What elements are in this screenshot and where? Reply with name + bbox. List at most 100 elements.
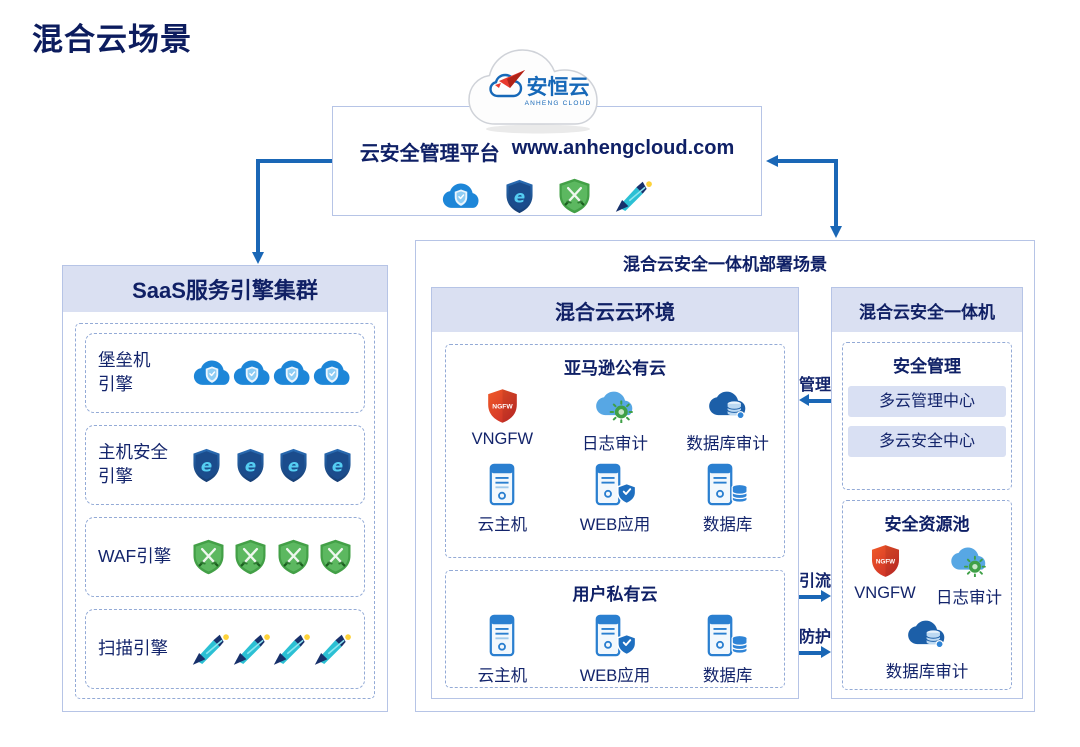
logo-brand-subtext: ANHENG CLOUD xyxy=(525,100,592,107)
private-cloud-box: 用户私有云 云主机 WEB应用 数据库 xyxy=(445,570,785,688)
resource-pool-title: 安全资源池 xyxy=(884,515,970,534)
web-app-cell: WEB应用 xyxy=(559,612,672,686)
ngfw-icon xyxy=(870,544,901,578)
icon-caption: 日志审计 xyxy=(936,589,1002,607)
waf-shield-icon xyxy=(558,178,591,214)
cloud-environment-box: 混合云云环境 亚马逊公有云 VNGFW 日志审计 数据库审计 xyxy=(431,287,799,699)
host-security-shield-icon xyxy=(505,179,534,214)
divert-arrow xyxy=(799,590,831,602)
appliance-header: 混合云安全一体机 xyxy=(832,288,1022,332)
icon-caption: 日志审计 xyxy=(582,435,648,453)
saas-engine-list: 堡垒机 引擎 主机安全 引擎 WAF引擎 xyxy=(75,323,375,699)
cloud-shield-icon xyxy=(192,359,232,387)
scanner-icon xyxy=(192,633,230,665)
host-security-shield-icon xyxy=(192,448,221,483)
multi-cloud-mgmt-center: 多云管理中心 xyxy=(848,386,1006,417)
logo-rocket-icon xyxy=(495,70,525,88)
logo-cloud-shape xyxy=(468,49,598,125)
server-db-icon xyxy=(706,463,749,506)
flow-label-protect: 防护 xyxy=(798,629,831,646)
saas-box-header: SaaS服务引擎集群 xyxy=(63,266,387,312)
cloud-shield-icon xyxy=(232,359,272,387)
database-cell: 数据库 xyxy=(671,461,784,535)
resource-pool-box: 安全资源池 VNGFW 日志审计 数据库审计 xyxy=(842,500,1012,690)
waf-shield-icon xyxy=(192,539,225,575)
scanner-icon xyxy=(233,633,271,665)
host-security-shield-icon xyxy=(323,448,352,483)
scan-engine-icons xyxy=(192,633,356,665)
deployment-scenario-box: 混合云安全一体机部署场景 混合云云环境 亚马逊公有云 VNGFW 日志审计 xyxy=(415,240,1035,712)
icon-caption: VNGFW xyxy=(471,430,534,448)
flow-label-divert: 引流 xyxy=(798,573,831,590)
platform-title-row: 云安全管理平台 www.anhengcloud.com xyxy=(333,137,761,166)
bastion-engine-icons xyxy=(192,359,356,387)
platform-icon-row xyxy=(333,178,761,214)
engine-label: 主机安全 引擎 xyxy=(98,442,168,486)
scanner-icon xyxy=(314,633,352,665)
icon-caption: 数据库 xyxy=(702,516,753,534)
host-security-engine-row: 主机安全 引擎 xyxy=(85,425,365,505)
security-appliance-box: 混合云安全一体机 安全管理 多云管理中心 多云安全中心 安全资源池 VNGFW … xyxy=(831,287,1023,699)
saas-engine-cluster-box: SaaS服务引擎集群 堡垒机 引擎 主机安全 引擎 xyxy=(62,265,388,712)
scan-engine-row: 扫描引擎 xyxy=(85,609,365,689)
db-audit-icon xyxy=(905,619,949,652)
icon-caption: VNGFW xyxy=(854,584,916,602)
ngfw-icon xyxy=(486,388,519,424)
icon-caption: 数据库审计 xyxy=(686,435,769,453)
private-cloud-title: 用户私有云 xyxy=(572,585,658,604)
protect-arrow xyxy=(799,646,831,658)
scanner-icon xyxy=(273,633,311,665)
server-shield-icon xyxy=(594,614,637,657)
db-audit-cell: 数据库审计 xyxy=(843,616,1011,682)
page-title: 混合云场景 xyxy=(32,22,192,57)
icon-caption: WEB应用 xyxy=(579,667,651,685)
web-app-cell: WEB应用 xyxy=(559,461,672,535)
server-icon xyxy=(486,463,518,506)
public-cloud-workload-row: 云主机 WEB应用 数据库 xyxy=(446,461,784,535)
db-audit-cell: 数据库审计 xyxy=(671,386,784,454)
logo-brand-text: 安恒云 xyxy=(527,75,590,99)
icon-caption: 云主机 xyxy=(477,667,528,685)
log-audit-cell: 日志审计 xyxy=(927,542,1011,608)
database-cell: 数据库 xyxy=(671,612,784,686)
platform-title: 云安全管理平台 xyxy=(359,143,500,165)
icon-caption: WEB应用 xyxy=(579,516,651,534)
vngfw-cell: VNGFW xyxy=(843,542,927,608)
anheng-cloud-logo: 安恒云 ANHENG CLOUD xyxy=(462,44,618,138)
log-audit-icon xyxy=(593,390,637,423)
log-audit-cell: 日志审计 xyxy=(559,386,672,454)
waf-shield-icon xyxy=(319,539,352,575)
engine-label: WAF引擎 xyxy=(98,546,172,567)
manage-arrow xyxy=(799,394,831,406)
security-mgmt-box: 安全管理 多云管理中心 多云安全中心 xyxy=(842,342,1012,490)
public-cloud-title: 亚马逊公有云 xyxy=(564,359,666,378)
icon-caption: 数据库 xyxy=(702,667,753,685)
cloud-shield-icon xyxy=(441,182,481,210)
icon-caption: 数据库审计 xyxy=(885,663,969,681)
db-audit-icon xyxy=(706,390,750,423)
platform-to-saas-connector xyxy=(252,159,332,264)
private-cloud-workload-row: 云主机 WEB应用 数据库 xyxy=(446,612,784,686)
cloud-host-cell: 云主机 xyxy=(446,461,559,535)
server-icon xyxy=(486,614,518,657)
waf-engine-row: WAF引擎 xyxy=(85,517,365,597)
bastion-engine-row: 堡垒机 引擎 xyxy=(85,333,365,413)
host-security-shield-icon xyxy=(236,448,265,483)
icon-caption: 云主机 xyxy=(477,516,528,534)
logo-cloud-outline-icon xyxy=(489,73,523,98)
server-shield-icon xyxy=(594,463,637,506)
server-db-icon xyxy=(706,614,749,657)
waf-shield-icon xyxy=(234,539,267,575)
scanner-icon xyxy=(615,180,653,212)
engine-label: 扫描引擎 xyxy=(98,638,168,659)
host-security-shield-icon xyxy=(279,448,308,483)
multi-cloud-security-center: 多云安全中心 xyxy=(848,426,1006,457)
flow-label-manage: 管理 xyxy=(798,377,831,394)
host-security-engine-icons xyxy=(192,448,356,483)
logo-shadow xyxy=(486,124,590,134)
log-audit-icon xyxy=(948,546,990,577)
resource-pool-row1: VNGFW 日志审计 xyxy=(843,542,1011,608)
public-cloud-box: 亚马逊公有云 VNGFW 日志审计 数据库审计 xyxy=(445,344,785,558)
vngfw-cell: VNGFW xyxy=(446,386,559,454)
